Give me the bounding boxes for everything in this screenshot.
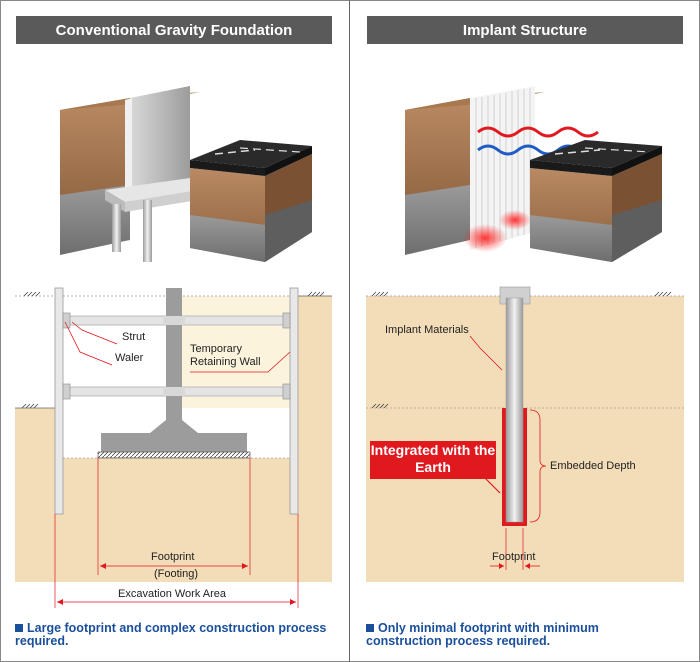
embedded-depth-label: Embedded Depth: [550, 460, 636, 472]
right-3d-illustration: [405, 86, 662, 262]
right-caption-text: Only minimal footprint with minimum cons…: [366, 621, 599, 648]
right-caption: Only minimal footprint with minimum cons…: [366, 622, 666, 648]
left-panel-title: Conventional Gravity Foundation: [16, 16, 332, 44]
implant-materials-label: Implant Materials: [385, 324, 469, 336]
left-caption: Large footprint and complex construction…: [15, 622, 335, 648]
right-cross-section: [366, 286, 684, 582]
callout-text: Integrated with the Earth: [370, 442, 496, 475]
footprint-label: Footprint: [151, 551, 195, 563]
bullet-square-icon: [366, 624, 374, 632]
excavation-work-area-label: Excavation Work Area: [118, 588, 227, 600]
right-footprint-label: Footprint: [492, 551, 536, 563]
strut-label: Strut: [122, 331, 146, 343]
left-3d-illustration: [60, 86, 312, 262]
left-cross-section: [15, 287, 332, 608]
integrated-with-earth-callout: Integrated with the Earth: [370, 441, 496, 479]
panel-divider: [349, 0, 350, 662]
right-panel-title: Implant Structure: [367, 16, 683, 44]
left-caption-text: Large footprint and complex construction…: [15, 621, 327, 648]
temporary-retaining-wall-label: Temporary Retaining Wall: [190, 343, 261, 368]
bullet-square-icon: [15, 624, 23, 632]
footing-label: (Footing): [154, 568, 199, 580]
waler-label: Waler: [115, 352, 144, 364]
